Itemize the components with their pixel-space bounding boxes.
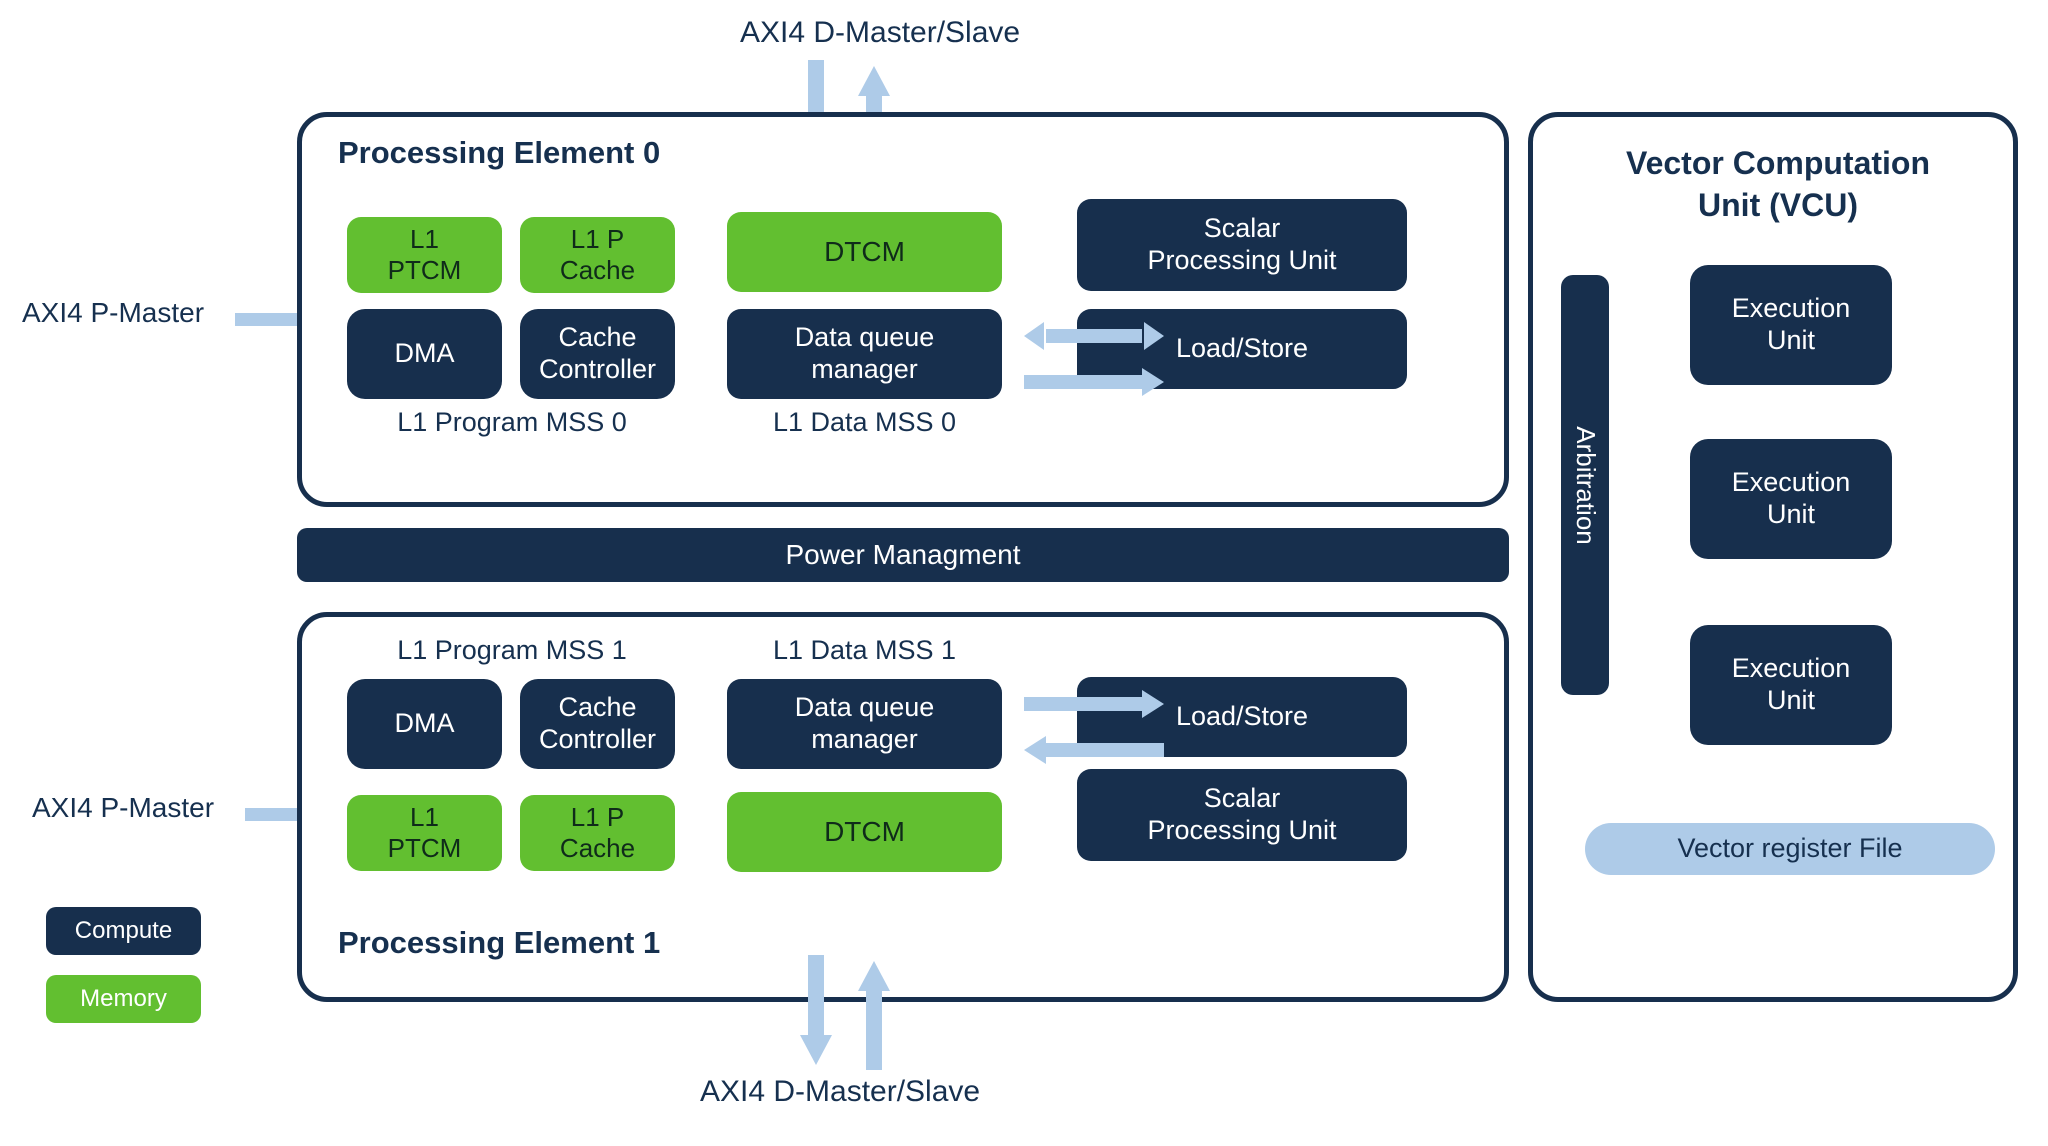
pe1-l1-p-cache-line2: Cache: [559, 833, 636, 863]
pe1-dma-label: DMA: [394, 708, 455, 739]
pe1-data-queue-line1: Data queue: [794, 692, 935, 723]
pe1-cache-controller-block[interactable]: Cache Controller: [520, 679, 675, 769]
execution-unit-1-line1: Execution: [1731, 467, 1851, 498]
pe0-l1-p-cache-block[interactable]: L1 P Cache: [520, 217, 675, 293]
execution-unit-0-line1: Execution: [1731, 293, 1851, 324]
axi4-d-master-slave-bottom-label: AXI4 D-Master/Slave: [700, 1075, 981, 1108]
pe0-data-mss-label: L1 Data MSS 0: [772, 407, 957, 437]
pe1-cache-controller-line1: Cache: [558, 692, 637, 723]
pe1-l1-ptcm-block[interactable]: L1 PTCM: [347, 795, 502, 871]
pe0-cache-controller-line1: Cache: [558, 322, 637, 353]
pe1-load-store-label: Load/Store: [1175, 701, 1309, 732]
execution-unit-2-line2: Unit: [1766, 685, 1815, 715]
pe1-data-mss-label: L1 Data MSS 1: [772, 635, 957, 665]
execution-unit-2[interactable]: Execution Unit: [1690, 625, 1892, 745]
legend-memory-swatch: Memory: [46, 975, 201, 1023]
pe0-l1-ptcm-block[interactable]: L1 PTCM: [347, 217, 502, 293]
legend-compute-swatch: Compute: [46, 907, 201, 955]
power-management-bar[interactable]: Power Managment: [297, 528, 1509, 582]
pe1-cache-controller-line2: Controller: [538, 724, 657, 754]
processing-element-1-panel[interactable]: L1 Program MSS 1 L1 Data MSS 1 DMA Cache…: [297, 612, 1509, 1002]
pe0-dma-block[interactable]: DMA: [347, 309, 502, 399]
pe1-l1-ptcm-line2: PTCM: [387, 833, 462, 863]
pe1-dma-block[interactable]: DMA: [347, 679, 502, 769]
arbitration-bar[interactable]: Arbitration: [1561, 275, 1609, 695]
pe1-scalar-line1: Scalar: [1203, 783, 1281, 814]
pe0-cache-controller-line2: Controller: [538, 354, 657, 384]
pe0-title: Processing Element 0: [338, 135, 661, 170]
pe0-scalar-processing-unit-block[interactable]: Scalar Processing Unit: [1077, 199, 1407, 291]
execution-unit-0-line2: Unit: [1766, 325, 1815, 355]
pe1-l1-p-cache-line1: L1 P: [570, 802, 625, 833]
pe1-l1-p-cache-block[interactable]: L1 P Cache: [520, 795, 675, 871]
pe0-data-queue-manager-block[interactable]: Data queue manager: [727, 309, 1002, 399]
vector-register-file-block[interactable]: Vector register File: [1585, 823, 1995, 875]
pe0-load-store-block[interactable]: Load/Store: [1077, 309, 1407, 389]
pe0-data-queue-line1: Data queue: [794, 322, 935, 353]
legend-memory-label: Memory: [80, 985, 167, 1012]
pe1-interconnect-arrows: [1024, 685, 1164, 775]
pe1-title: Processing Element 1: [338, 925, 661, 960]
pe0-data-queue-line2: manager: [811, 354, 918, 384]
execution-unit-0[interactable]: Execution Unit: [1690, 265, 1892, 385]
pe0-dtcm-block[interactable]: DTCM: [727, 212, 1002, 292]
vcu-title-line2: Unit (VCU): [1698, 186, 1858, 223]
power-management-label: Power Managment: [785, 539, 1021, 571]
pe0-l1-ptcm-line2: PTCM: [387, 255, 462, 285]
pe0-scalar-line2: Processing Unit: [1147, 245, 1337, 275]
processing-element-0-panel[interactable]: Processing Element 0 L1 PTCM L1 P Cache …: [297, 112, 1509, 507]
pe0-l1-p-cache-line2: Cache: [559, 255, 636, 285]
pe0-scalar-line1: Scalar: [1203, 213, 1281, 244]
axi4-d-master-slave-top-label: AXI4 D-Master/Slave: [740, 16, 1021, 49]
pe0-l1-ptcm-line1: L1: [410, 224, 439, 255]
axi4-p-master-bottom-label: AXI4 P-Master: [32, 792, 215, 823]
pe0-l1-p-cache-line1: L1 P: [570, 224, 625, 255]
vcu-title-line1: Vector Computation: [1625, 145, 1930, 181]
legend-compute-label: Compute: [74, 917, 173, 944]
pe1-scalar-line2: Processing Unit: [1147, 815, 1337, 845]
vcu-title: Vector Computation Unit (VCU): [1533, 143, 2023, 226]
pe1-l1-ptcm-line1: L1: [410, 802, 439, 833]
pe0-dma-label: DMA: [394, 338, 455, 369]
arbitration-label: Arbitration: [1570, 425, 1601, 545]
pe0-dtcm-label: DTCM: [824, 236, 905, 268]
pe0-cache-controller-block[interactable]: Cache Controller: [520, 309, 675, 399]
pe1-dtcm-block[interactable]: DTCM: [727, 792, 1002, 872]
pe1-data-queue-manager-block[interactable]: Data queue manager: [727, 679, 1002, 769]
execution-unit-1-line2: Unit: [1766, 499, 1815, 529]
vector-register-file-label: Vector register File: [1677, 833, 1903, 864]
pe1-dtcm-label: DTCM: [824, 816, 905, 848]
pe1-program-mss-label: L1 Program MSS 1: [397, 635, 627, 665]
pe0-load-store-label: Load/Store: [1175, 333, 1309, 364]
pe1-data-queue-line2: manager: [811, 724, 918, 754]
execution-unit-1[interactable]: Execution Unit: [1690, 439, 1892, 559]
pe0-interconnect-arrows: [1024, 317, 1164, 407]
pe0-program-mss-label: L1 Program MSS 0: [397, 407, 627, 437]
pe1-scalar-processing-unit-block[interactable]: Scalar Processing Unit: [1077, 769, 1407, 861]
axi4-p-master-top-label: AXI4 P-Master: [22, 297, 205, 328]
vector-computation-unit-panel[interactable]: Vector Computation Unit (VCU) Arbitratio…: [1528, 112, 2018, 1002]
axi4-d-bottom-arrows: [800, 955, 920, 1070]
execution-unit-2-line1: Execution: [1731, 653, 1851, 684]
